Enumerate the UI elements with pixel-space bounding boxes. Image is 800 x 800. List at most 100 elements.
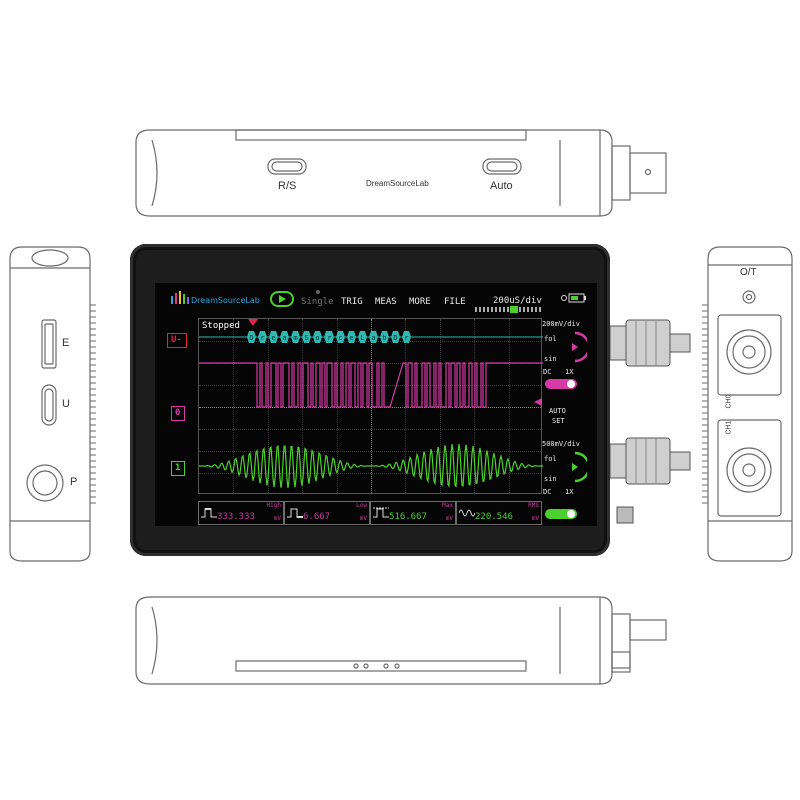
auto-set-line1[interactable]: AUTO xyxy=(549,407,566,415)
decoder-char: D xyxy=(393,334,397,342)
decoder-frame xyxy=(391,331,400,343)
high-level-icon xyxy=(201,508,217,518)
decoder-frame xyxy=(258,331,267,343)
ch1-enable-toggle[interactable] xyxy=(545,509,577,519)
measurement-low-value: 6.667 xyxy=(303,512,331,522)
run-stop-button[interactable] xyxy=(270,291,294,307)
top-logo-text: DreamSourceLab xyxy=(366,179,429,188)
ch0-vdiv[interactable]: 200mV/div xyxy=(542,320,580,328)
measurement-low-unit: mV xyxy=(359,515,367,522)
right-ch1-label: CH1 xyxy=(725,420,733,435)
ch1-trace xyxy=(199,443,543,489)
max-level-icon xyxy=(373,507,389,518)
low-level-icon xyxy=(287,508,303,518)
ch0-trigger-line1: fol xyxy=(544,335,557,343)
ch1-trigger-line2: sin xyxy=(544,475,557,483)
ch1-vdiv-knob-icon[interactable] xyxy=(563,451,591,487)
decoder-frame xyxy=(347,331,356,343)
ch0-trace xyxy=(199,362,543,408)
waveform-grid[interactable]: Stopped DreamSourceLabDr xyxy=(198,318,543,494)
decoder-frame xyxy=(325,331,334,343)
menu-more[interactable]: MORE xyxy=(409,297,431,307)
screen-logo-text: DreamSourceLab xyxy=(191,296,260,305)
decoder-frame xyxy=(313,331,322,343)
decoder-char: L xyxy=(360,334,364,342)
decoder-char: e xyxy=(349,334,353,342)
decoder-char: r xyxy=(404,334,408,342)
decoder-char: m xyxy=(293,334,297,342)
ch0-trigger-level-marker[interactable] xyxy=(534,391,542,410)
decoder-char: c xyxy=(338,334,342,342)
ch1-toggle-knob xyxy=(567,510,575,518)
ch1-vdiv[interactable]: 500mV/div xyxy=(542,440,580,448)
decoder-frame xyxy=(402,331,411,343)
decoder-frame xyxy=(358,331,367,343)
menu-single[interactable]: Single xyxy=(301,297,334,307)
menu-file[interactable]: FILE xyxy=(444,297,466,307)
measurement-max[interactable]: Max 516.667 mV xyxy=(370,501,456,525)
ch0-toggle-knob xyxy=(567,380,575,388)
auto-set-line2[interactable]: SET xyxy=(552,417,565,425)
memory-position-bar[interactable] xyxy=(475,307,543,312)
menu-trig[interactable]: TRIG xyxy=(341,297,363,307)
rms-icon xyxy=(459,509,475,517)
timebase-readout[interactable]: 200uS/div xyxy=(493,296,542,306)
left-port-e-label: E xyxy=(62,337,70,349)
ch0-coupling[interactable]: DC xyxy=(543,368,552,376)
ch0-enable-toggle[interactable] xyxy=(545,379,577,389)
decoder-char: S xyxy=(304,334,308,342)
play-icon xyxy=(279,295,286,303)
measurement-high-title: High xyxy=(266,502,281,509)
ch1-coupling[interactable]: DC xyxy=(543,488,552,496)
measurement-rms-unit: mV xyxy=(531,515,539,522)
measurement-low-title: Low xyxy=(356,502,367,509)
status-dot xyxy=(316,290,320,294)
decoder-channel-marker[interactable]: U- xyxy=(167,333,187,348)
decoder-char: e xyxy=(271,334,275,342)
ch0-vdiv-knob-icon[interactable] xyxy=(563,331,591,367)
ch1-trigger-line1: fol xyxy=(544,455,557,463)
decoder-frame xyxy=(336,331,345,343)
decoder-char: a xyxy=(371,334,375,342)
decoder-frame xyxy=(302,331,311,343)
decoder-trace: DreamSourceLabDr xyxy=(199,331,543,343)
waveform-traces: DreamSourceLabDr xyxy=(199,331,543,489)
menu-meas[interactable]: MEAS xyxy=(375,297,397,307)
measurement-rms[interactable]: RMS 220.546 mV xyxy=(456,501,542,525)
decoder-char: D xyxy=(249,334,253,342)
measurement-low[interactable]: Low 6.667 mV xyxy=(284,501,370,525)
oscilloscope-screen: DreamSourceLab Single TRIG MEAS MORE FIL… xyxy=(155,283,597,526)
decoder-frame xyxy=(280,331,289,343)
right-trigger-label: O/T xyxy=(740,267,757,278)
right-ch0-label: CH0 xyxy=(725,394,733,409)
measurement-high[interactable]: High 333.333 mV xyxy=(198,501,284,525)
acquisition-status: Stopped xyxy=(202,321,240,331)
ch1-probe[interactable]: 1X xyxy=(565,488,574,496)
measurement-rms-title: RMS xyxy=(528,502,539,509)
ch1-channel-marker[interactable]: 1 xyxy=(171,461,186,476)
top-button-auto-label: Auto xyxy=(490,180,513,192)
decoder-char: o xyxy=(315,334,319,342)
measurement-max-unit: mV xyxy=(445,515,453,522)
top-button-rs-label: R/S xyxy=(278,180,297,192)
measurement-max-title: Max xyxy=(442,502,453,509)
ch0-channel-marker[interactable]: 0 xyxy=(171,406,186,421)
decoder-frame xyxy=(291,331,300,343)
decoder-frame xyxy=(247,331,256,343)
measurement-high-unit: mV xyxy=(273,515,281,522)
memory-window-indicator xyxy=(510,306,518,313)
ch0-trigger-line2: sin xyxy=(544,355,557,363)
left-power-label: P xyxy=(70,476,78,488)
decoder-frame xyxy=(269,331,278,343)
left-port-u-label: U xyxy=(62,398,70,410)
trigger-position-marker[interactable] xyxy=(248,312,258,331)
decoder-frame xyxy=(380,331,389,343)
measurement-rms-value: 220.546 xyxy=(475,512,513,522)
ch0-probe[interactable]: 1X xyxy=(565,368,574,376)
decoder-char: b xyxy=(382,334,386,342)
decoder-frame xyxy=(369,331,378,343)
battery-icon xyxy=(561,288,587,307)
decoder-char: r xyxy=(260,334,264,342)
decoder-char: r xyxy=(327,334,331,342)
